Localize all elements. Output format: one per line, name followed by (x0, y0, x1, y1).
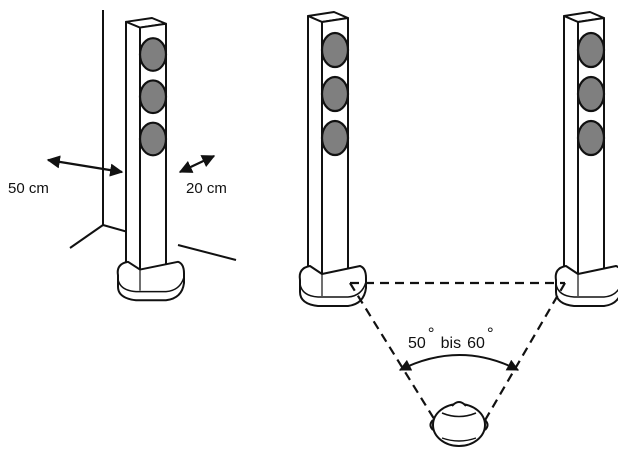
side-distance-label: 20 cm (186, 180, 227, 197)
degree-symbol: ° (486, 324, 494, 343)
degree-symbol: ° (427, 324, 435, 343)
wall-distance-label: 50 cm (8, 180, 49, 197)
listener-head-icon (429, 401, 489, 447)
angle-from-value: 50 (408, 335, 426, 352)
angle-range-word: bis (440, 335, 462, 352)
angle-arc (398, 354, 520, 371)
angle-to-value: 60 (467, 335, 485, 352)
wall-corner (69, 10, 237, 261)
speaker-right (554, 10, 618, 308)
speaker-left (298, 10, 368, 308)
speaker-left-corner (116, 16, 186, 302)
stereo-triangle (349, 281, 566, 423)
side-distance-arrow (178, 155, 216, 173)
wall-distance-arrow (46, 155, 124, 177)
